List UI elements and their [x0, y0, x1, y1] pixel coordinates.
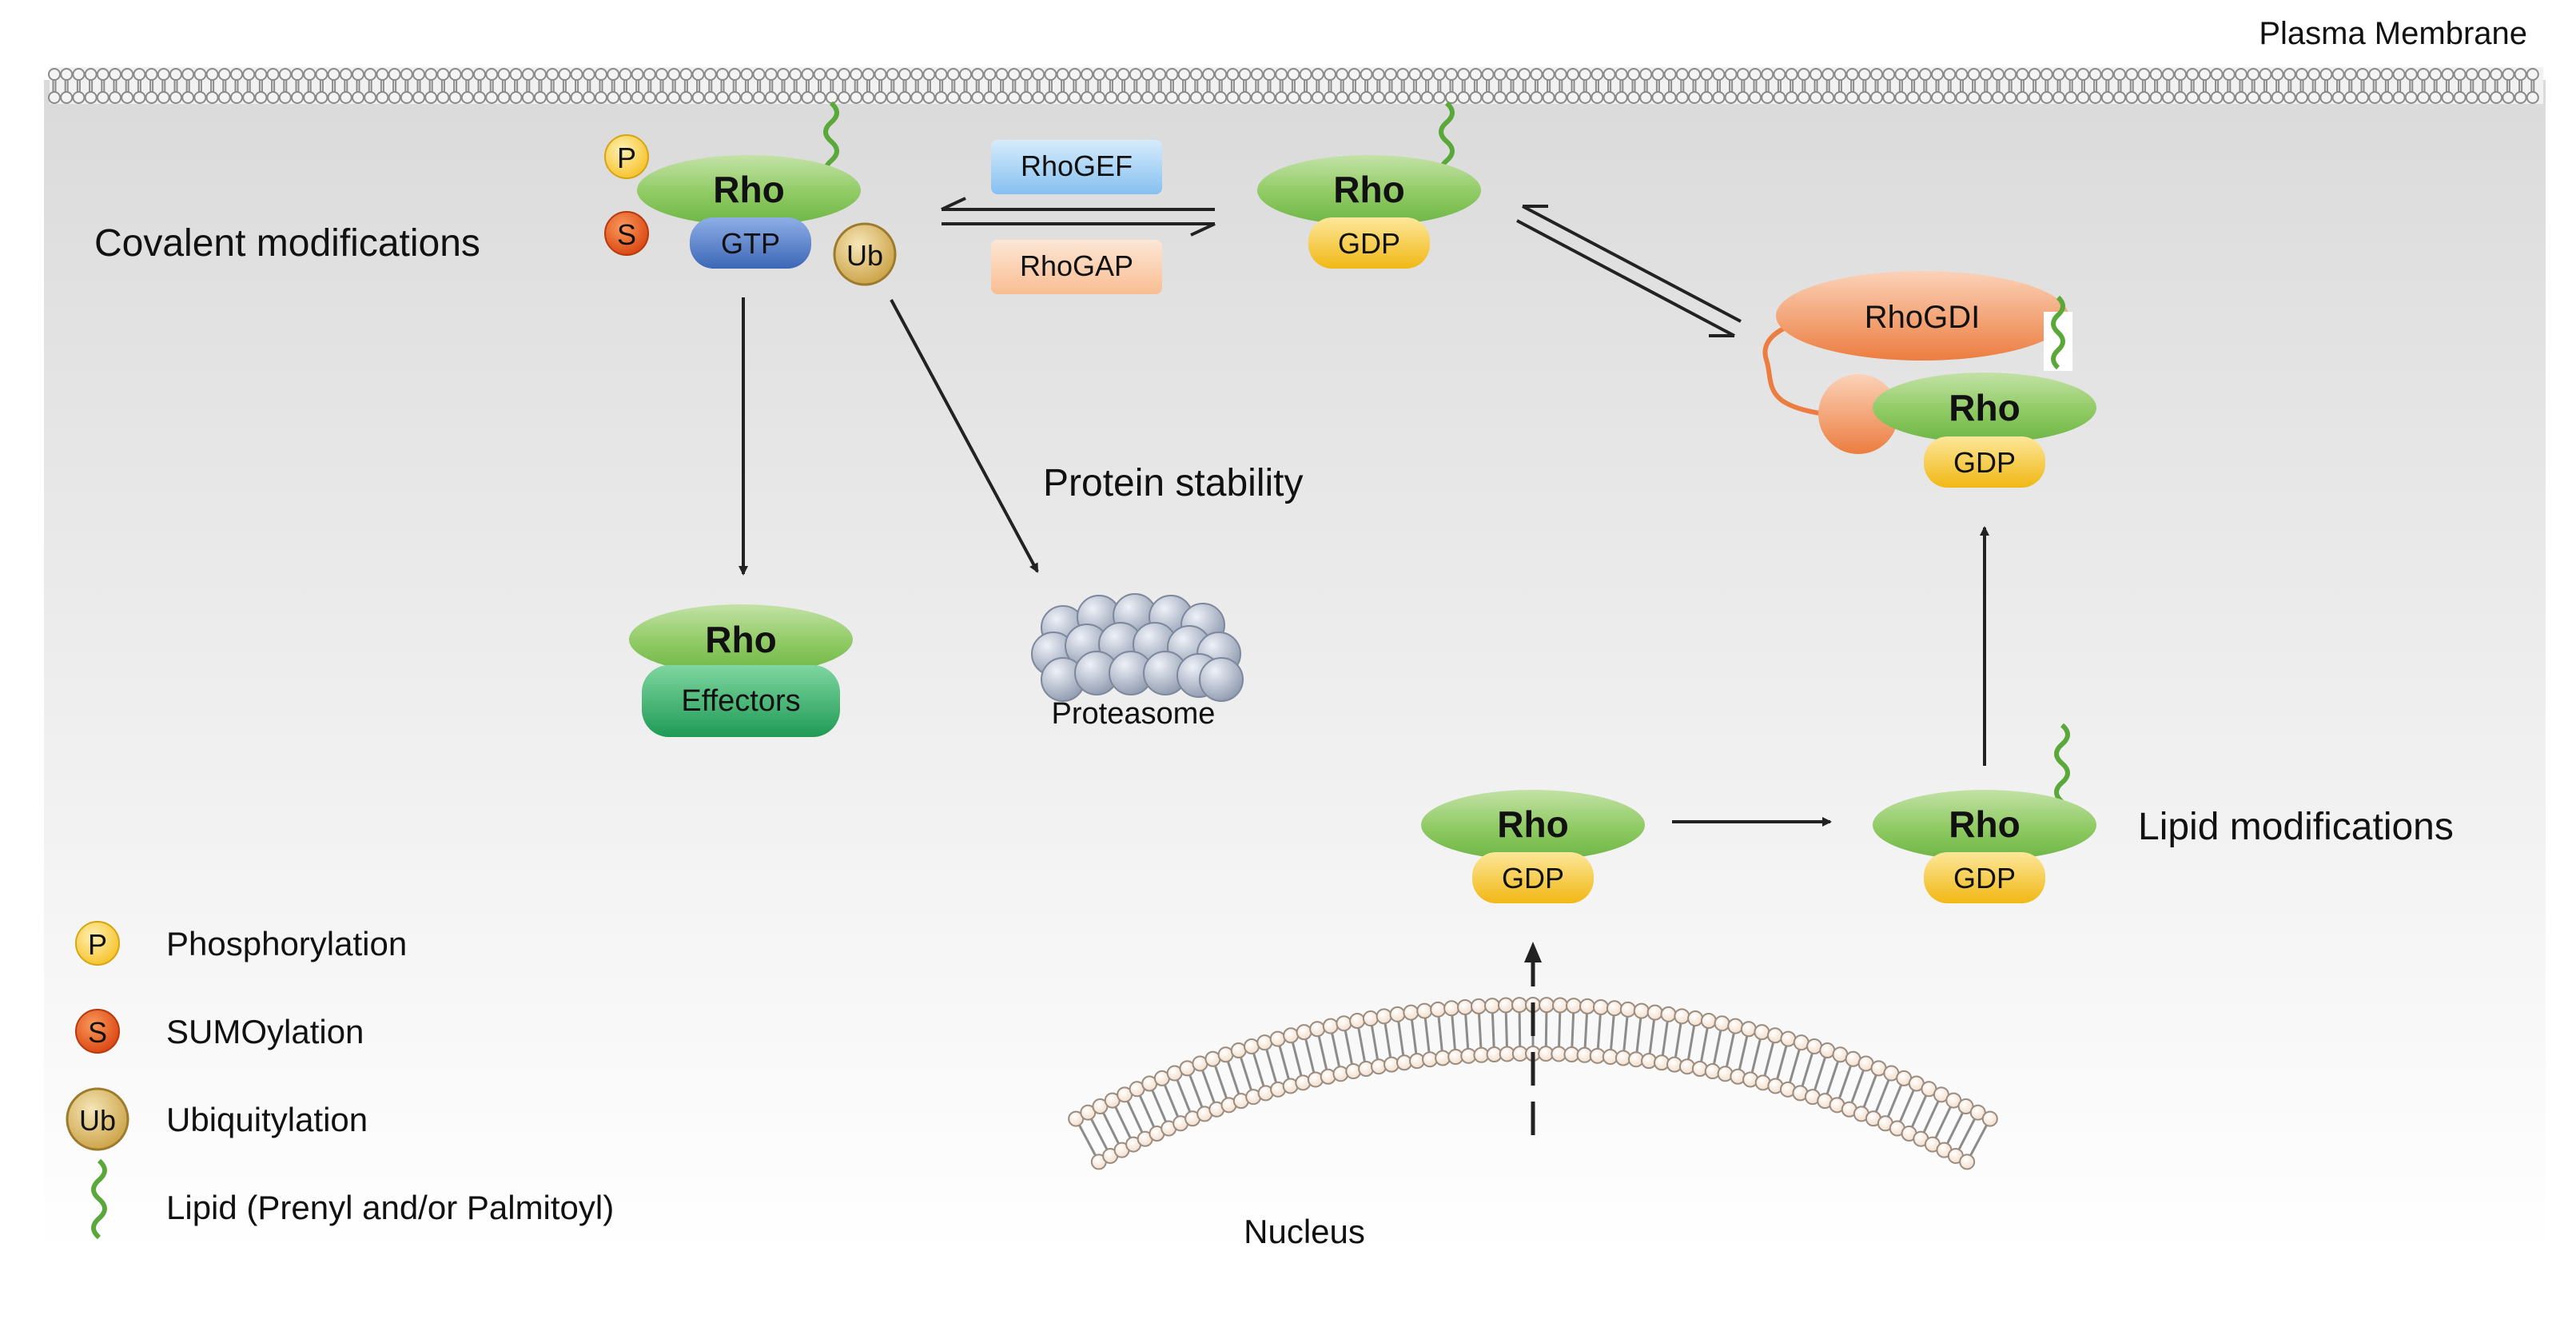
rho-ellipse [637, 155, 861, 225]
rho-ellipse [1257, 155, 1481, 225]
p-badge-label: P [617, 141, 636, 174]
gdp-label: GDP [1953, 446, 2016, 479]
proteasome-label: Proteasome [1052, 697, 1216, 731]
gdp-pill [1924, 852, 2045, 903]
ub-badge-label: Ub [846, 239, 883, 272]
gdi-pocket [1818, 374, 1898, 454]
rho-ellipse [629, 604, 853, 675]
legend-label: SUMOylation [166, 1013, 364, 1050]
gtp-pill [690, 217, 811, 269]
legend-symbol: Ub [79, 1104, 116, 1137]
rho-gdp-lipid-node: Rho GDP [1873, 723, 2096, 903]
p-badge-icon [604, 134, 649, 179]
legend-item-phosphorylation: P Phosphorylation [75, 921, 407, 966]
plasma-membrane [48, 67, 2543, 104]
gdp-label: GDP [1338, 227, 1400, 260]
gdp-pill [1472, 852, 1594, 903]
rho-effectors-node: Rho Effectors [629, 604, 853, 737]
s-badge-icon [75, 1009, 120, 1054]
lipid-squiggle-icon [2051, 295, 2065, 370]
lipid-pocket [2044, 312, 2072, 371]
legend-label: Phosphorylation [166, 925, 407, 962]
gdp-label: GDP [1502, 862, 1564, 895]
s-badge-icon [604, 211, 649, 256]
legend-item-sumoylation: S SUMOylation [75, 1009, 364, 1054]
rho-ellipse [1873, 373, 2096, 443]
degradation-arrow [890, 299, 1039, 573]
s-badge-label: S [617, 218, 636, 251]
cytoplasm-background [44, 80, 2546, 1255]
rho-gdp-cytosol-node: Rho GDP [1421, 790, 1645, 903]
legend-symbol: P [88, 928, 107, 961]
gdp-label: GDP [1953, 862, 2016, 895]
rho-label: Rho [1333, 169, 1404, 210]
rho-ellipse [1873, 790, 2096, 860]
rhogdi-label: RhoGDI [1865, 300, 1981, 335]
ub-badge-icon [66, 1087, 129, 1151]
covalent-modifications-label: Covalent modifications [94, 222, 480, 265]
rho-gdp-membrane-node: Rho GDP [1257, 101, 1481, 269]
p-badge-icon [75, 921, 120, 966]
lipid-squiggle-icon [2054, 723, 2070, 804]
plasma-membrane-label: Plasma Membrane [2259, 16, 2527, 51]
rhogef-label: RhoGEF [1021, 149, 1133, 182]
rho-label: Rho [705, 619, 776, 660]
rho-label: Rho [1949, 387, 2020, 428]
gef-gap-exchange-arrows [941, 197, 1216, 237]
legend-symbol: S [88, 1016, 107, 1049]
rhogdi-ellipse [1776, 271, 2068, 361]
rhogdi-complex-node: RhoGDI Rho GDP [1762, 271, 2096, 488]
rhogap-label: RhoGAP [1020, 249, 1133, 282]
gdi-exchange-arrows [1516, 205, 1742, 337]
rhogap-box [991, 240, 1162, 294]
lipid-modifications-label: Lipid modifications [2138, 806, 2454, 848]
nucleus-label: Nucleus [1244, 1213, 1365, 1250]
legend: P Phosphorylation S SUMOylation Ub Ubiqu… [66, 921, 614, 1240]
rho-label: Rho [713, 169, 784, 210]
legend-label: Ubiquitylation [166, 1101, 368, 1138]
lipid-squiggle-icon [91, 1158, 107, 1240]
rho-gtp-node: Rho GTP P S Ub [604, 101, 897, 286]
legend-label: Lipid (Prenyl and/or Palmitoyl) [166, 1189, 614, 1226]
gtp-label: GTP [721, 227, 780, 260]
effectors-label: Effectors [681, 684, 800, 718]
rho-label: Rho [1497, 803, 1568, 845]
gdp-pill [1308, 217, 1430, 269]
legend-item-ubiquitylation: Ub Ubiquitylation [66, 1087, 368, 1151]
legend-item-lipid: Lipid (Prenyl and/or Palmitoyl) [91, 1158, 614, 1240]
ub-badge-icon [833, 222, 897, 286]
protein-stability-label: Protein stability [1043, 462, 1303, 504]
rho-label: Rho [1949, 803, 2020, 845]
proteasome-icon [1031, 593, 1244, 702]
rhogef-box [991, 140, 1162, 194]
effectors-box [642, 665, 840, 737]
gdp-pill [1924, 436, 2045, 488]
nucleus-membrane [1068, 997, 1998, 1170]
rho-ellipse [1421, 790, 1645, 860]
